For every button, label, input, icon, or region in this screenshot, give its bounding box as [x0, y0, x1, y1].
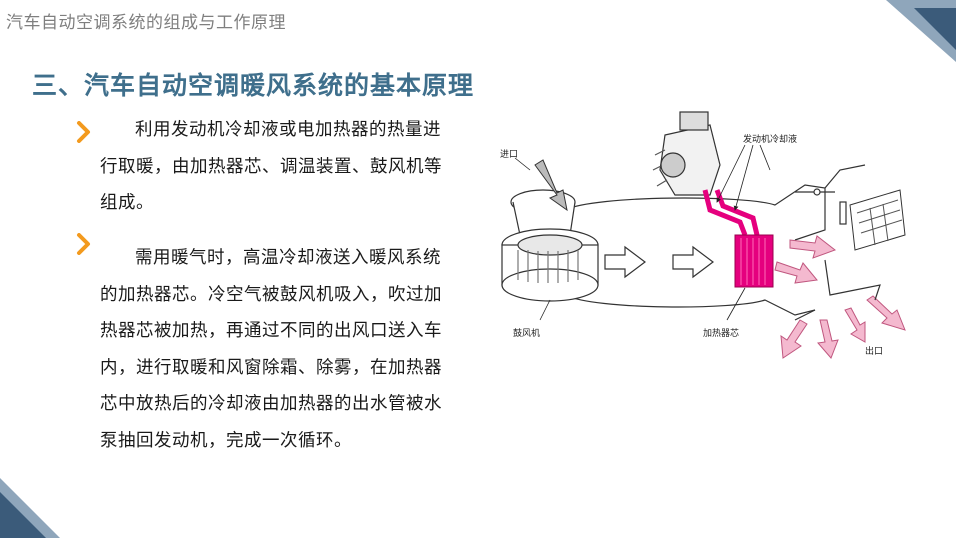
inlet-funnel	[510, 189, 576, 236]
bullet-text-working-principle: 需用暖气时，高温冷却液送入暖风系统的加热器芯。冷空气被鼓风机吸入，吹过加热器芯被…	[100, 248, 442, 451]
label-heater-core: 加热器芯	[703, 327, 739, 339]
windshield-vent-grille	[849, 189, 906, 251]
outlet-airflow-arrows	[774, 235, 906, 359]
label-blower: 鼓风机	[513, 327, 540, 339]
airflow-arrows	[604, 245, 714, 279]
damper	[795, 188, 847, 225]
label-outlet: 出口	[865, 345, 883, 357]
header-title: 汽车自动空调系统的组成与工作原理	[6, 13, 286, 33]
coolant-pipes	[702, 189, 760, 236]
chevron-right-icon	[77, 233, 90, 255]
bullet-text-composition: 利用发动机冷却液或电加热器的热量进行取暖，由加热器芯、调温装置、鼓风机等组成。	[100, 120, 442, 213]
blower-fan	[501, 228, 599, 302]
heater-core	[734, 234, 774, 288]
section-title: 三、汽车自动空调暖风系统的基本原理	[32, 71, 475, 100]
corner-decoration-bottom-left	[0, 478, 60, 538]
engine	[652, 111, 721, 196]
label-inlet: 进口	[500, 149, 518, 160]
heating-system-diagram: 发动机冷却液 进口 鼓风机 加热器芯 出口	[500, 111, 906, 359]
chevron-right-icon	[77, 121, 90, 143]
inlet-arrow-icon	[534, 159, 568, 212]
corner-decoration-top-right	[886, 0, 956, 62]
label-engine-coolant: 发动机冷却液	[743, 133, 797, 145]
outlet-ducts	[794, 259, 881, 321]
